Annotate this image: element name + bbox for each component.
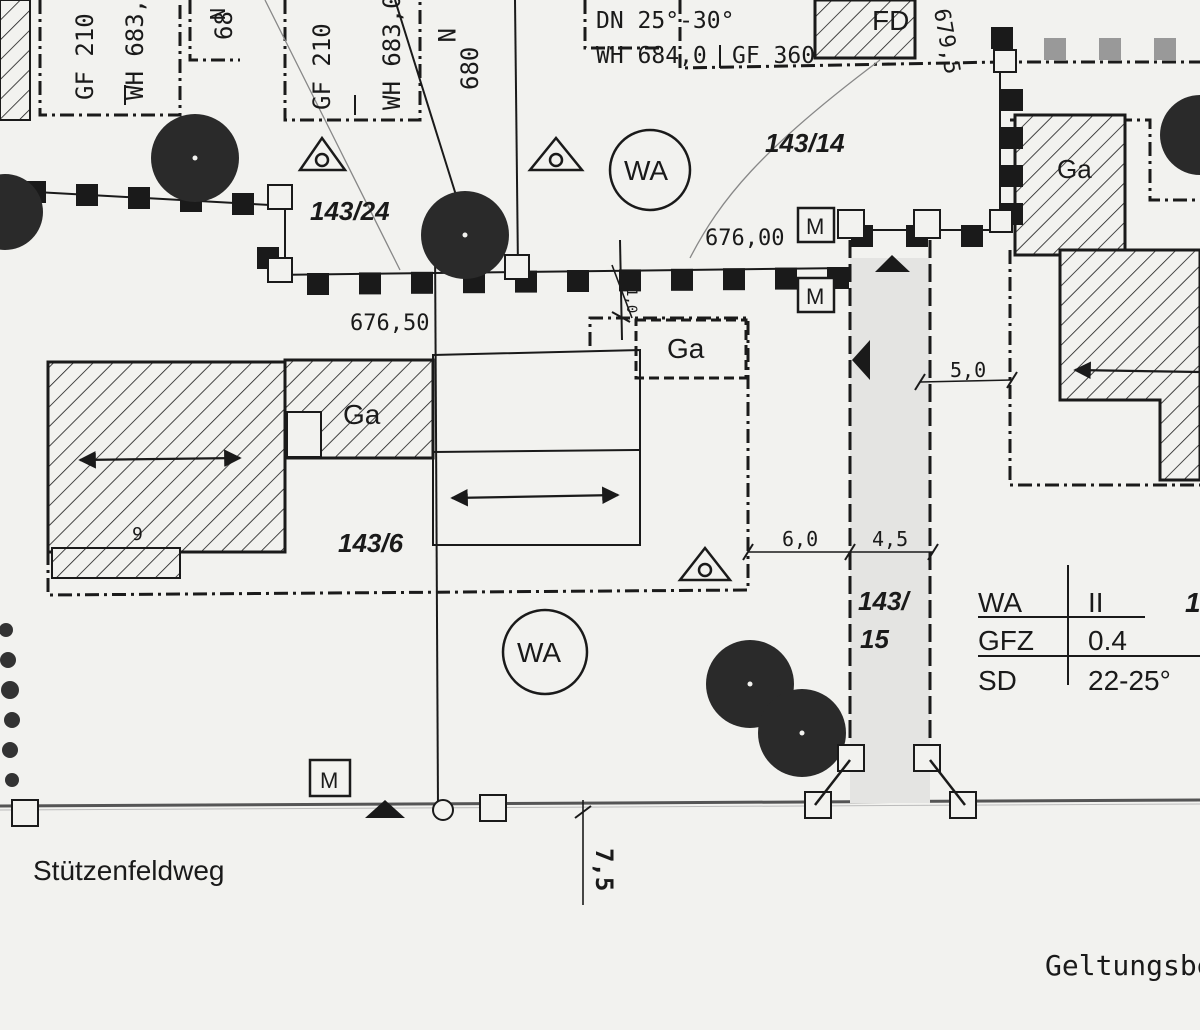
tree-icon xyxy=(0,174,43,250)
parcel-143-15-b: 15 xyxy=(860,624,889,654)
parcel-143-24: 143/24 xyxy=(310,196,390,226)
hedge-block xyxy=(1001,89,1023,111)
zone-circle-bottom xyxy=(501,608,589,696)
hedge-block xyxy=(723,268,745,291)
zoning-cell-wa: WA xyxy=(978,587,1022,618)
right-house xyxy=(1058,248,1200,482)
hedge-block xyxy=(775,267,797,290)
dim-5-0: 5,0 xyxy=(950,358,986,382)
hedge-block xyxy=(307,273,329,295)
elevation-676-00: 676,00 xyxy=(705,226,784,251)
hedge-block xyxy=(411,271,433,294)
protected-tree-markers xyxy=(297,135,733,582)
roof-note: DN 25°-30° xyxy=(596,8,734,34)
zoning-cell-gfz: GFZ xyxy=(978,625,1034,656)
hedge-block xyxy=(1154,38,1176,60)
hedge-block xyxy=(232,193,254,215)
n-note-mid: N xyxy=(432,28,460,42)
dim-7-5: 7,5 xyxy=(590,848,618,891)
hedge-block xyxy=(76,184,98,206)
dim-4-5: 4,5 xyxy=(872,527,908,551)
top-left-building xyxy=(0,0,31,121)
house-main-left xyxy=(46,360,287,554)
flat-roof-label: FD xyxy=(872,5,909,36)
wh-note-mid: WH 683,0 xyxy=(378,0,406,110)
garage-left-building xyxy=(283,358,435,460)
gf-note-left: GF 210 xyxy=(71,13,99,100)
hedge-block xyxy=(1099,38,1121,60)
n-note-left: N xyxy=(205,8,229,20)
hedge-block xyxy=(619,269,641,292)
hedge-block xyxy=(1044,38,1066,60)
wh-note-left-top: 68 xyxy=(210,11,238,40)
house-extension xyxy=(432,348,641,546)
garage-label-center: Ga xyxy=(667,333,705,364)
hedge-block xyxy=(1001,127,1023,149)
marker-m-bottom: M xyxy=(320,768,338,793)
street-line xyxy=(0,798,1200,808)
street-name: Stützenfeldweg xyxy=(33,855,224,886)
hedge-block xyxy=(961,225,983,247)
hedge-block xyxy=(671,268,693,291)
garage-right-building xyxy=(1013,113,1127,257)
zoning-cell-sd-value: 22-25° xyxy=(1088,665,1171,696)
hedge-block xyxy=(991,27,1013,49)
tree-icon xyxy=(1160,95,1200,175)
edge-value: 679,5 xyxy=(928,7,964,77)
zone-label-bottom: WA xyxy=(517,637,561,668)
hedge-block xyxy=(359,272,381,295)
wh-note-right: WH 684,0 xyxy=(596,43,707,69)
tree-protection-icon xyxy=(677,545,733,582)
tree-protection-icon xyxy=(297,135,348,172)
garage-label-left: Ga xyxy=(343,399,381,430)
gf-note-right: GF 360 xyxy=(732,43,815,69)
boundary-note: Geltungsbere xyxy=(1045,949,1200,982)
zoning-cell-storeys: II xyxy=(1088,587,1104,618)
dim-6-0: 6,0 xyxy=(782,527,818,551)
wh-note-left: WH 683,0 xyxy=(121,0,149,100)
zoning-cell-gfz-value: 0.4 xyxy=(1088,625,1127,656)
zoning-cell-extra: 1 xyxy=(1185,587,1200,618)
zone-label-top: WA xyxy=(624,155,668,186)
building-envelope xyxy=(46,316,750,597)
dim-1-0: 1,0 xyxy=(623,288,639,313)
parcel-143-15-a: 143/ xyxy=(858,586,911,616)
tree-protection-icon xyxy=(527,136,585,172)
gf-note-mid: GF 210 xyxy=(308,23,336,110)
hedge-block xyxy=(567,270,589,292)
dim-9: 9 xyxy=(132,524,143,545)
parcel-143-14: 143/14 xyxy=(765,128,845,158)
zone-circle-top xyxy=(608,128,692,212)
hedge-block xyxy=(1001,165,1023,187)
zoning-cell-sd: SD xyxy=(978,665,1017,696)
zoning-table xyxy=(978,565,1200,685)
marker-m-top2: M xyxy=(806,284,824,309)
hedge-block xyxy=(128,187,150,209)
flat-roof-building xyxy=(813,0,917,60)
parcel-143-6: 143/6 xyxy=(338,528,404,558)
elevation-676-50: 676,50 xyxy=(350,311,429,336)
marker-m-top: M xyxy=(806,214,824,239)
hedge-dots xyxy=(0,623,20,787)
garage-label-top-right: Ga xyxy=(1057,154,1092,184)
wh-note-mid-top: 680 xyxy=(456,47,484,90)
garage-center-outline xyxy=(634,318,748,380)
